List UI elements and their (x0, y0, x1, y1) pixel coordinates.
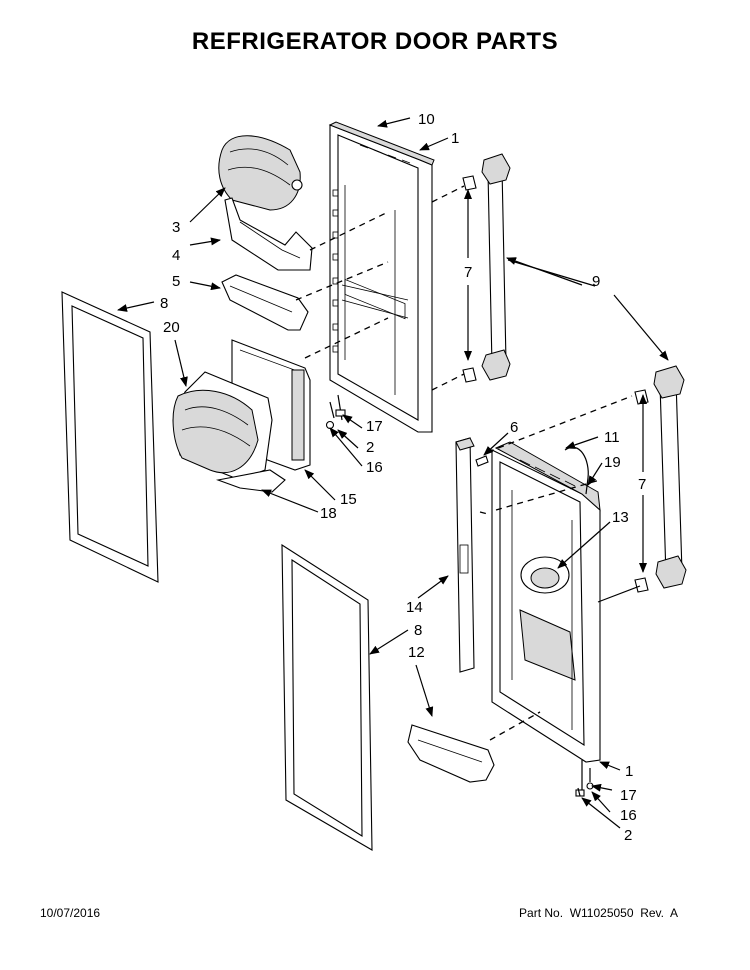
callout-numbers: 10 1 3 4 5 8 20 7 9 17 2 16 15 18 6 11 1… (160, 111, 646, 844)
lower-door-gasket (281, 543, 373, 851)
callout-8-left: 8 (160, 295, 168, 312)
callout-2-top: 2 (366, 439, 374, 456)
callout-11: 11 (604, 429, 620, 446)
callout-16-bot: 16 (620, 807, 637, 824)
callout-17-top: 17 (366, 418, 383, 435)
callout-8-mid: 8 (414, 622, 422, 639)
callout-7-left: 7 (464, 264, 472, 281)
lower-hinge-screws (575, 760, 594, 797)
callout-1-top: 1 (451, 130, 459, 147)
callout-15: 15 (340, 491, 357, 508)
callout-4: 4 (172, 247, 180, 264)
part-number: Part No. W11025050 Rev. A (519, 906, 678, 920)
callout-7-right: 7 (638, 476, 646, 493)
page-title: REFRIGERATOR DOOR PARTS (191, 28, 559, 55)
door-bin-with-dispenser-mount (224, 197, 313, 271)
callout-12: 12 (408, 644, 425, 661)
alignment-dashes (295, 185, 633, 741)
left-hinge-screws (325, 394, 346, 430)
callout-20: 20 (163, 319, 180, 336)
upper-door-gasket (61, 291, 159, 583)
callout-14: 14 (406, 599, 423, 616)
callout-16-top: 16 (366, 459, 383, 476)
callout-13: 13 (612, 509, 629, 526)
left-door-liner (328, 121, 435, 433)
callout-3: 3 (172, 219, 180, 236)
upper-door-handle (462, 153, 511, 383)
callout-6: 6 (510, 419, 518, 436)
callout-18: 18 (320, 505, 337, 522)
callout-10: 10 (418, 111, 435, 128)
ice-bucket (172, 371, 286, 493)
leader-lines (117, 117, 669, 829)
right-door-liner (491, 441, 601, 763)
ice-bin-cover (218, 135, 303, 211)
trim-screw (475, 455, 489, 467)
callout-17-bot: 17 (620, 787, 637, 804)
lower-door-handle (634, 365, 687, 593)
small-door-bin (221, 274, 309, 331)
callout-2-bot: 2 (624, 827, 632, 844)
callout-9: 9 (592, 273, 600, 290)
callout-5: 5 (172, 273, 180, 290)
dispenser-trim (455, 437, 475, 673)
lower-door-bin (407, 724, 495, 783)
callout-19: 19 (604, 454, 621, 471)
revision-date: 10/07/2016 (40, 906, 101, 920)
callout-1-bot: 1 (625, 763, 633, 780)
